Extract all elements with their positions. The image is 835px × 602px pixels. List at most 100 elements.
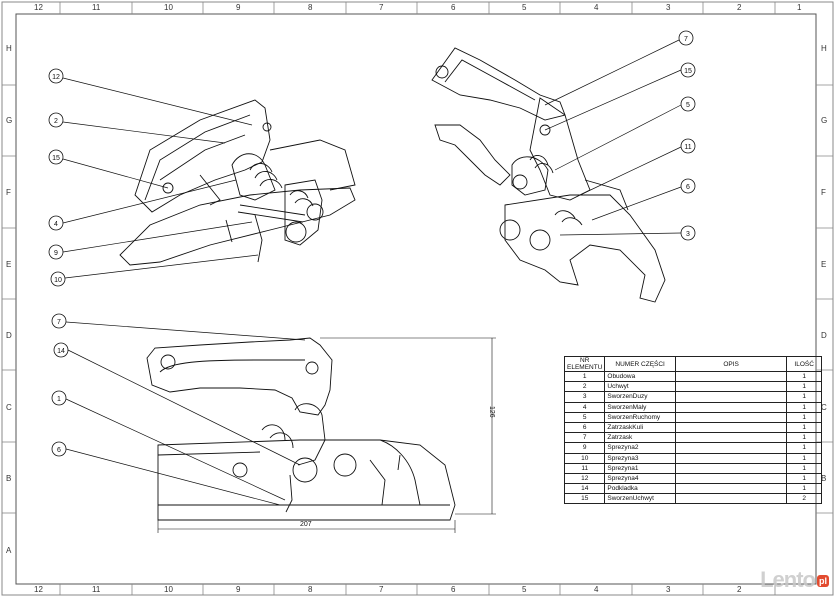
zone-col-label: 9 bbox=[236, 3, 241, 12]
zone-col-label: 5 bbox=[522, 585, 527, 594]
balloon-6-icon bbox=[51, 441, 67, 457]
balloon-15-icon bbox=[680, 62, 696, 78]
zone-col-label: 10 bbox=[164, 585, 173, 594]
bom-cell-name: SworzenDuzy bbox=[604, 391, 676, 403]
bom-cell-qty: 1 bbox=[786, 462, 822, 474]
zone-row-label: B bbox=[6, 474, 12, 483]
zone-row-label: B bbox=[821, 474, 827, 483]
zone-col-label: 4 bbox=[594, 585, 599, 594]
leader-lines bbox=[62, 39, 682, 506]
zone-row-label: C bbox=[6, 403, 12, 412]
handle-left bbox=[134, 99, 271, 213]
bom-cell-opis bbox=[674, 381, 788, 393]
bom-table: NR ELEMENTU NUMER CZĘŚCI OPIS ILOŚĆ 1 Obu… bbox=[563, 356, 822, 505]
bom-cell-num: 5 bbox=[563, 411, 606, 423]
zone-col-label: 3 bbox=[666, 3, 671, 12]
bom-cell-num: 11 bbox=[563, 462, 606, 474]
bom-cell-num: 7 bbox=[563, 432, 606, 444]
balloon-group-side: 7 14 1 6 bbox=[51, 313, 69, 457]
zone-col-label: 10 bbox=[164, 3, 173, 12]
zone-row-label: H bbox=[821, 44, 827, 53]
zone-col-label: 6 bbox=[451, 3, 456, 12]
balloon-group-right-iso: 7 15 5 11 6 3 bbox=[678, 30, 696, 241]
bom-cell-name: Sprezyna3 bbox=[604, 452, 676, 464]
balloon-label: 5 bbox=[686, 102, 690, 109]
bom-cell-opis bbox=[674, 442, 788, 454]
bom-cell-num: 12 bbox=[563, 472, 606, 485]
side-view bbox=[146, 337, 496, 533]
balloon-10-icon bbox=[50, 271, 66, 287]
zone-col-label: 12 bbox=[34, 3, 43, 12]
bom-cell-qty: 1 bbox=[786, 370, 822, 383]
bom-header-row: NR ELEMENTU NUMER CZĘŚCI OPIS ILOŚĆ bbox=[563, 356, 822, 372]
bom-cell-num: 4 bbox=[563, 401, 606, 413]
bom-cell-opis bbox=[674, 452, 788, 464]
zone-row-label: H bbox=[6, 44, 12, 53]
balloon-label: 2 bbox=[54, 118, 58, 125]
zone-col-label: 2 bbox=[737, 585, 742, 594]
bom-header-name: NUMER CZĘŚCI bbox=[604, 356, 676, 372]
watermark-suffix: pl bbox=[817, 575, 829, 588]
balloon-2-icon bbox=[48, 112, 64, 128]
bom-cell-qty: 1 bbox=[786, 483, 822, 495]
body-right bbox=[504, 194, 666, 303]
balloon-label: 6 bbox=[686, 184, 690, 191]
watermark-brand: Lento bbox=[760, 567, 816, 592]
balloon-label: 11 bbox=[684, 144, 691, 151]
bom-cell-num: 3 bbox=[563, 391, 606, 403]
bom-cell-name: Podkladka bbox=[604, 483, 676, 495]
zone-col-label: 7 bbox=[379, 3, 384, 12]
housing-side bbox=[157, 439, 456, 521]
zone-row-label: E bbox=[821, 260, 827, 269]
balloon-3-icon bbox=[680, 225, 696, 241]
bom-cell-qty: 1 bbox=[786, 411, 822, 423]
bom-cell-name: SworzenMaly bbox=[604, 401, 676, 413]
balloon-11-icon bbox=[680, 138, 696, 154]
balloon-5-icon bbox=[680, 96, 696, 112]
balloon-label: 15 bbox=[684, 68, 692, 75]
balloon-group-left-iso: 12 2 15 4 9 10 bbox=[48, 68, 66, 287]
bom-cell-name: ZatrzaskKuli bbox=[604, 421, 676, 434]
balloon-label: 7 bbox=[684, 36, 688, 43]
bom-cell-opis bbox=[674, 391, 788, 403]
zone-row-label: D bbox=[821, 331, 827, 340]
bom-cell-name: Obudowa bbox=[604, 370, 676, 383]
balloon-15-icon bbox=[48, 149, 64, 165]
zone-col-label: 6 bbox=[451, 585, 456, 594]
width-dimension-text: 207 bbox=[300, 521, 312, 528]
bom-cell-qty: 1 bbox=[786, 391, 822, 403]
balloon-label: 9 bbox=[54, 250, 58, 257]
balloon-1-icon bbox=[51, 390, 67, 406]
balloon-label: 10 bbox=[54, 277, 62, 284]
bom-cell-qty: 1 bbox=[786, 421, 822, 434]
zone-row-label: C bbox=[821, 403, 827, 412]
balloon-label: 12 bbox=[52, 74, 60, 81]
bom-cell-qty: 1 bbox=[786, 381, 822, 393]
balloon-9-icon bbox=[48, 244, 64, 260]
zone-col-label: 4 bbox=[594, 3, 599, 12]
bom-cell-qty: 1 bbox=[786, 452, 822, 464]
iso-view-right bbox=[431, 47, 666, 303]
balloon-7-icon bbox=[51, 313, 67, 329]
zone-row-label: D bbox=[6, 331, 12, 340]
balloon-14-icon bbox=[53, 342, 69, 358]
bom-cell-num: 9 bbox=[563, 442, 606, 454]
bom-cell-num: 14 bbox=[563, 483, 606, 495]
zone-col-label: 12 bbox=[34, 585, 43, 594]
balloon-12-icon bbox=[48, 68, 64, 84]
handle-side bbox=[146, 337, 333, 416]
balloon-label: 4 bbox=[54, 221, 58, 228]
balloon-label: 3 bbox=[686, 231, 690, 238]
